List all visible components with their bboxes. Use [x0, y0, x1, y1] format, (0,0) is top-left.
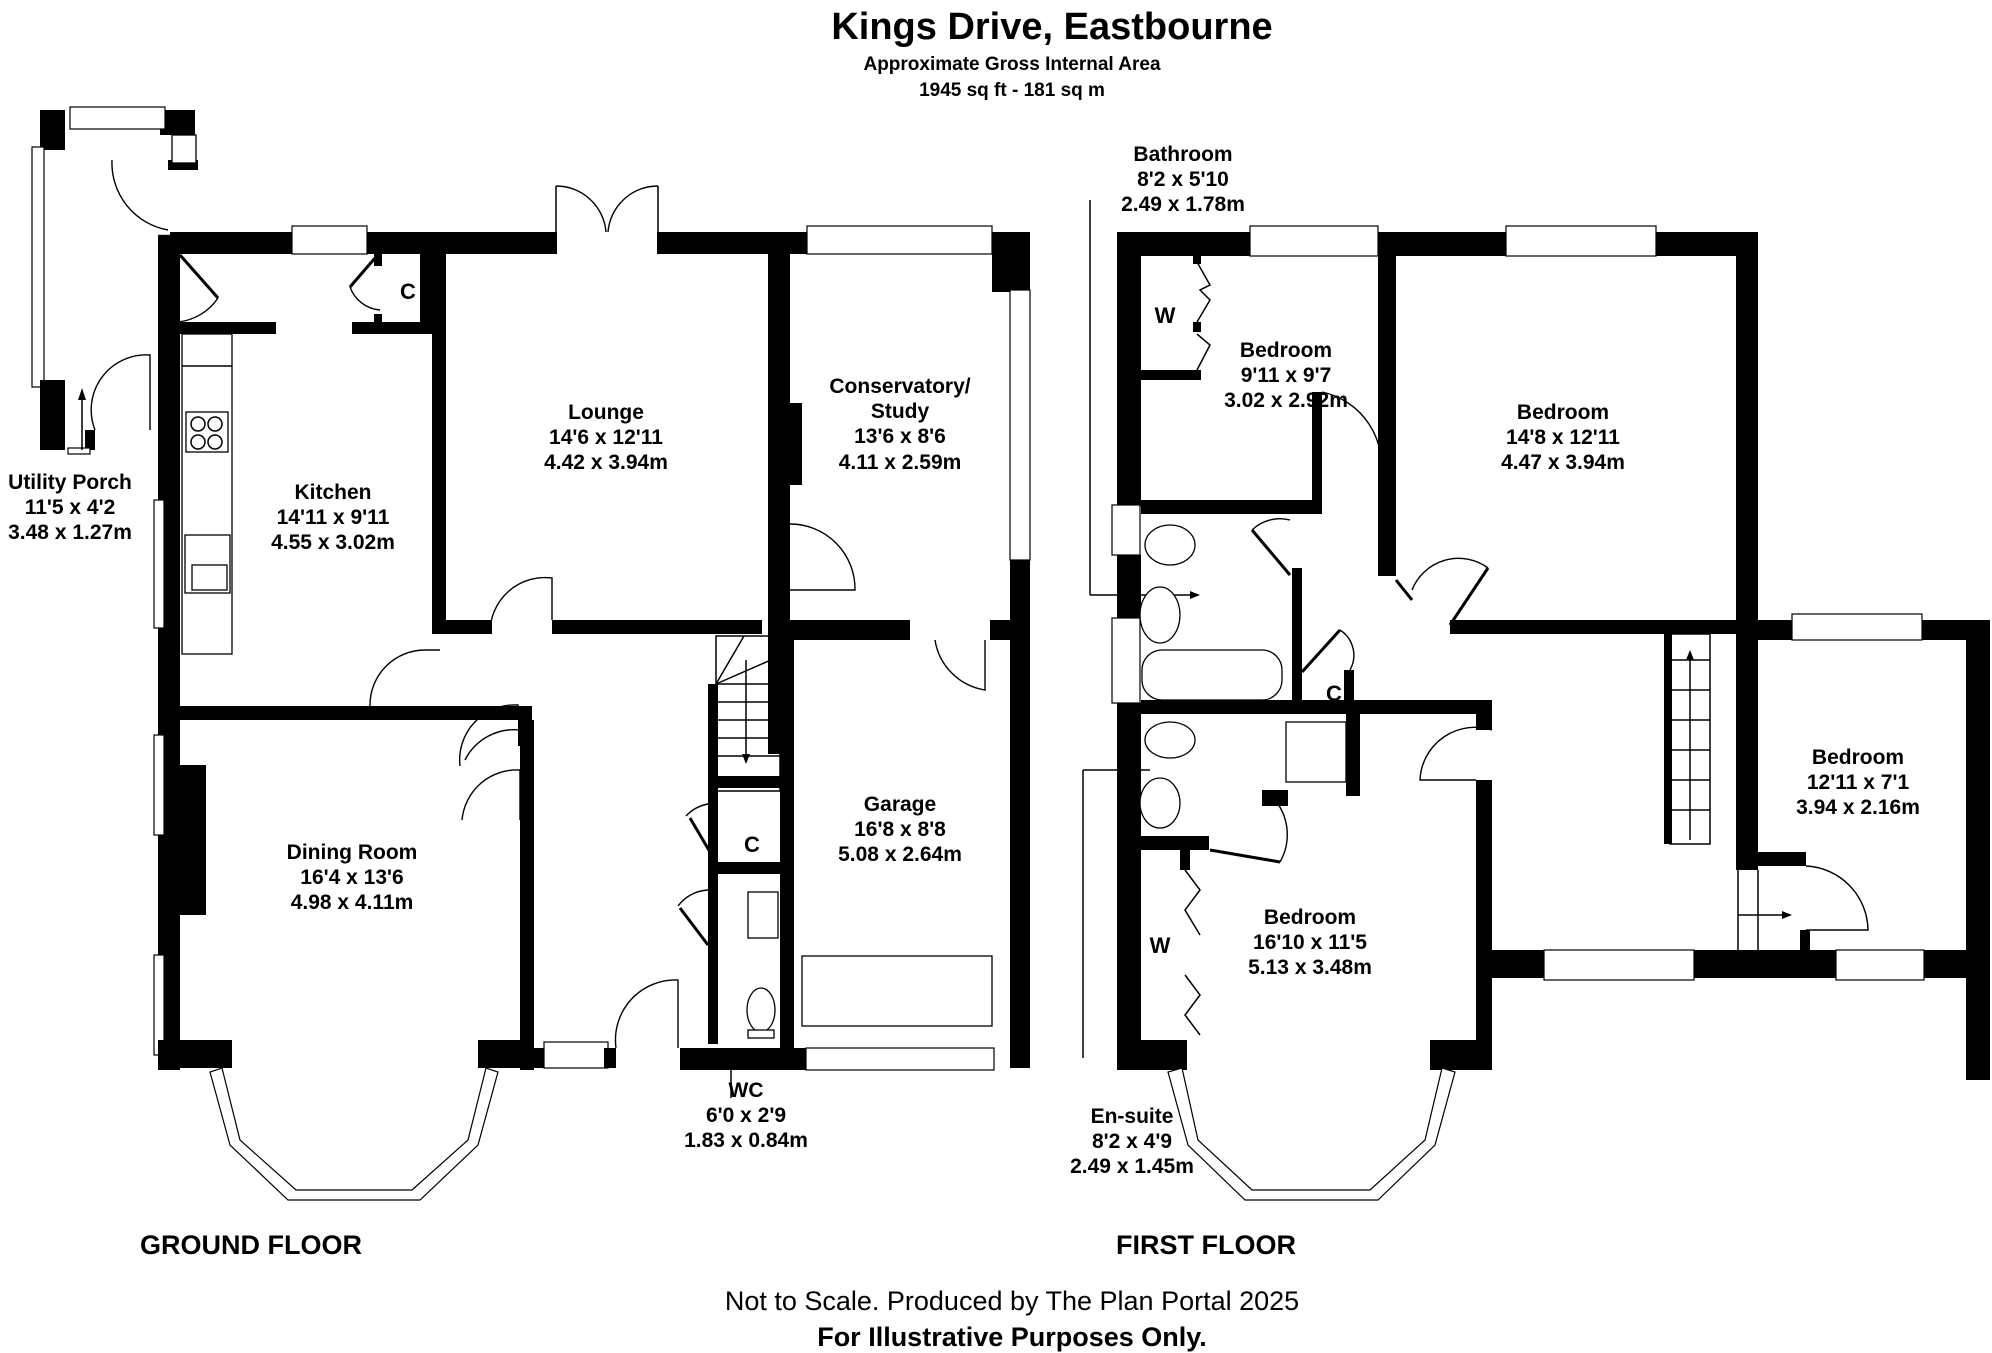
first-floor-title: FIRST FLOOR: [1116, 1230, 1296, 1260]
room-name: Utility Porch: [8, 471, 132, 494]
room-name: Garage: [863, 793, 937, 816]
room-imperial: 16'8 x 8'8: [854, 818, 946, 842]
room-imperial: 16'10 x 11'5: [1253, 931, 1367, 955]
room-imperial: 14'6 x 12'11: [549, 426, 663, 450]
room-metric: 3.48 x 1.27m: [8, 521, 132, 545]
ground-floor-walls: [31, 106, 1031, 1201]
room-metric: 1.83 x 0.84m: [684, 1129, 808, 1153]
room-metric: 4.98 x 4.11m: [290, 891, 414, 915]
room-name: WC: [728, 1079, 764, 1102]
room-imperial: 14'8 x 12'11: [1506, 426, 1620, 450]
area-label: Approximate Gross Internal Area: [863, 54, 1161, 75]
room-imperial: 8'2 x 4'9: [1091, 1130, 1173, 1154]
room-name: Bedroom: [1263, 906, 1357, 929]
room-name: Lounge: [568, 401, 644, 424]
room-metric: 3.02 x 2.92m: [1224, 389, 1348, 413]
wardrobe-tag-main-bedroom: W: [1149, 933, 1171, 958]
room-dining-room: Dining Room 16'4 x 13'6 4.98 x 4.11m: [287, 840, 418, 916]
ground-floor-title: GROUND FLOOR: [140, 1230, 362, 1260]
room-name: Bathroom: [1133, 143, 1233, 166]
room-metric: 4.42 x 3.94m: [544, 451, 668, 475]
room-bathroom: Bathroom 8'2 x 5'10 2.49 x 1.78m: [1121, 142, 1245, 218]
room-wc: WC 6'0 x 2'9 1.83 x 0.84m: [684, 1078, 808, 1154]
disclaimer-text: Not to Scale. Produced by The Plan Porta…: [724, 1286, 1300, 1316]
illustrative-notice: For Illustrative Purposes Only.: [817, 1322, 1207, 1352]
room-metric: 5.08 x 2.64m: [838, 843, 962, 867]
room-metric: 2.49 x 1.45m: [1070, 1155, 1194, 1179]
room-bedroom-large: Bedroom 14'8 x 12'11 4.47 x 3.94m: [1501, 400, 1625, 476]
room-name: Bedroom: [1811, 746, 1905, 769]
room-bedroom-main: Bedroom 16'10 x 11'5 5.13 x 3.48m: [1248, 905, 1372, 981]
room-imperial: 12'11 x 7'1: [1806, 771, 1910, 795]
cupboard-tag-kitchen: C: [400, 279, 416, 304]
cupboard-tag-landing: C: [1326, 681, 1342, 706]
plan-title: Kings Drive, Eastbourne: [831, 6, 1273, 48]
room-metric: 4.55 x 3.02m: [271, 531, 395, 555]
room-name: Bedroom: [1239, 339, 1333, 362]
area-value: 1945 sq ft - 181 sq m: [919, 80, 1105, 101]
room-imperial: 13'6 x 8'6: [854, 425, 946, 449]
room-kitchen: Kitchen 14'11 x 9'11 4.55 x 3.02m: [271, 480, 395, 556]
room-metric: 3.94 x 2.16m: [1796, 796, 1920, 820]
room-name: Bedroom: [1516, 401, 1610, 424]
room-imperial: 14'11 x 9'11: [276, 506, 390, 530]
cupboard-tag-hall: C: [744, 832, 760, 857]
room-garage: Garage 16'8 x 8'8 5.08 x 2.64m: [838, 792, 962, 868]
room-name: Dining Room: [286, 841, 418, 864]
room-utility-porch: Utility Porch 11'5 x 4'2 3.48 x 1.27m: [8, 470, 132, 546]
room-imperial: 11'5 x 4'2: [24, 496, 116, 520]
room-metric: 2.49 x 1.78m: [1121, 193, 1245, 217]
room-metric: 5.13 x 3.48m: [1248, 956, 1372, 980]
room-metric: 4.47 x 3.94m: [1501, 451, 1625, 475]
room-bedroom-small: Bedroom 9'11 x 9'7 3.02 x 2.92m: [1224, 338, 1348, 414]
room-imperial: 8'2 x 5'10: [1137, 168, 1229, 192]
room-imperial: 6'0 x 2'9: [705, 1104, 787, 1128]
room-lounge: Lounge 14'6 x 12'11 4.42 x 3.94m: [544, 400, 668, 476]
room-bedroom-east: Bedroom 12'11 x 7'1 3.94 x 2.16m: [1796, 745, 1920, 821]
room-name: En-suite: [1090, 1105, 1174, 1128]
room-name: Conservatory/: [829, 375, 971, 398]
room-name-line2: Study: [870, 400, 930, 424]
wardrobe-tag-small-bedroom: W: [1154, 303, 1176, 328]
room-conservatory-study: Conservatory/ Study 13'6 x 8'6 4.11 x 2.…: [829, 374, 970, 475]
room-en-suite: En-suite 8'2 x 4'9 2.49 x 1.45m: [1070, 1104, 1194, 1180]
first-floor-walls: [1082, 200, 1990, 1201]
room-name: Kitchen: [294, 481, 372, 504]
room-metric: 4.11 x 2.59m: [838, 450, 962, 474]
room-imperial: 9'11 x 9'7: [1240, 364, 1332, 388]
room-imperial: 16'4 x 13'6: [300, 866, 404, 890]
